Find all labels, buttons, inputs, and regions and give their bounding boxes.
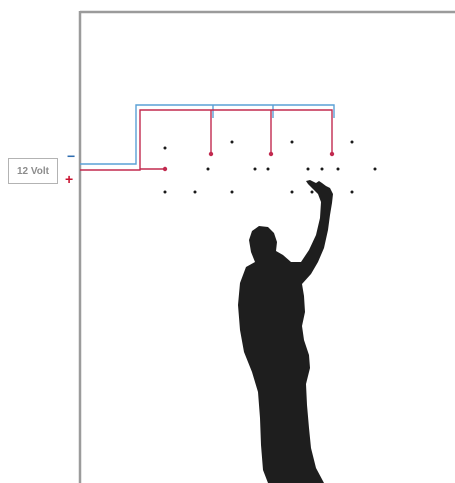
person-silhouette-icon <box>238 180 333 483</box>
led-dot <box>306 167 310 171</box>
led-dot <box>310 190 314 194</box>
led-dot <box>350 190 354 194</box>
led-dot <box>290 190 294 194</box>
led-dot <box>290 140 294 144</box>
positive-terminal-sign: + <box>65 171 74 187</box>
led-dot <box>253 167 257 171</box>
led-dot <box>163 190 167 194</box>
positive-wire <box>80 109 333 171</box>
led-dot <box>350 140 354 144</box>
led-dot <box>230 190 234 194</box>
led-dot <box>266 167 270 171</box>
negative-terminal-sign: − <box>67 148 76 164</box>
led-dot <box>230 140 234 144</box>
led-lights <box>163 140 377 194</box>
negative-wire <box>80 104 335 165</box>
led-dot <box>206 167 210 171</box>
led-connection-points <box>162 151 335 172</box>
led-dot <box>193 190 197 194</box>
led-dot <box>320 167 324 171</box>
power-supply-label: 12 Volt <box>8 158 58 184</box>
led-dot <box>336 167 340 171</box>
wall-outline <box>78 10 455 483</box>
led-dot <box>373 167 377 171</box>
led-dot <box>163 146 167 150</box>
